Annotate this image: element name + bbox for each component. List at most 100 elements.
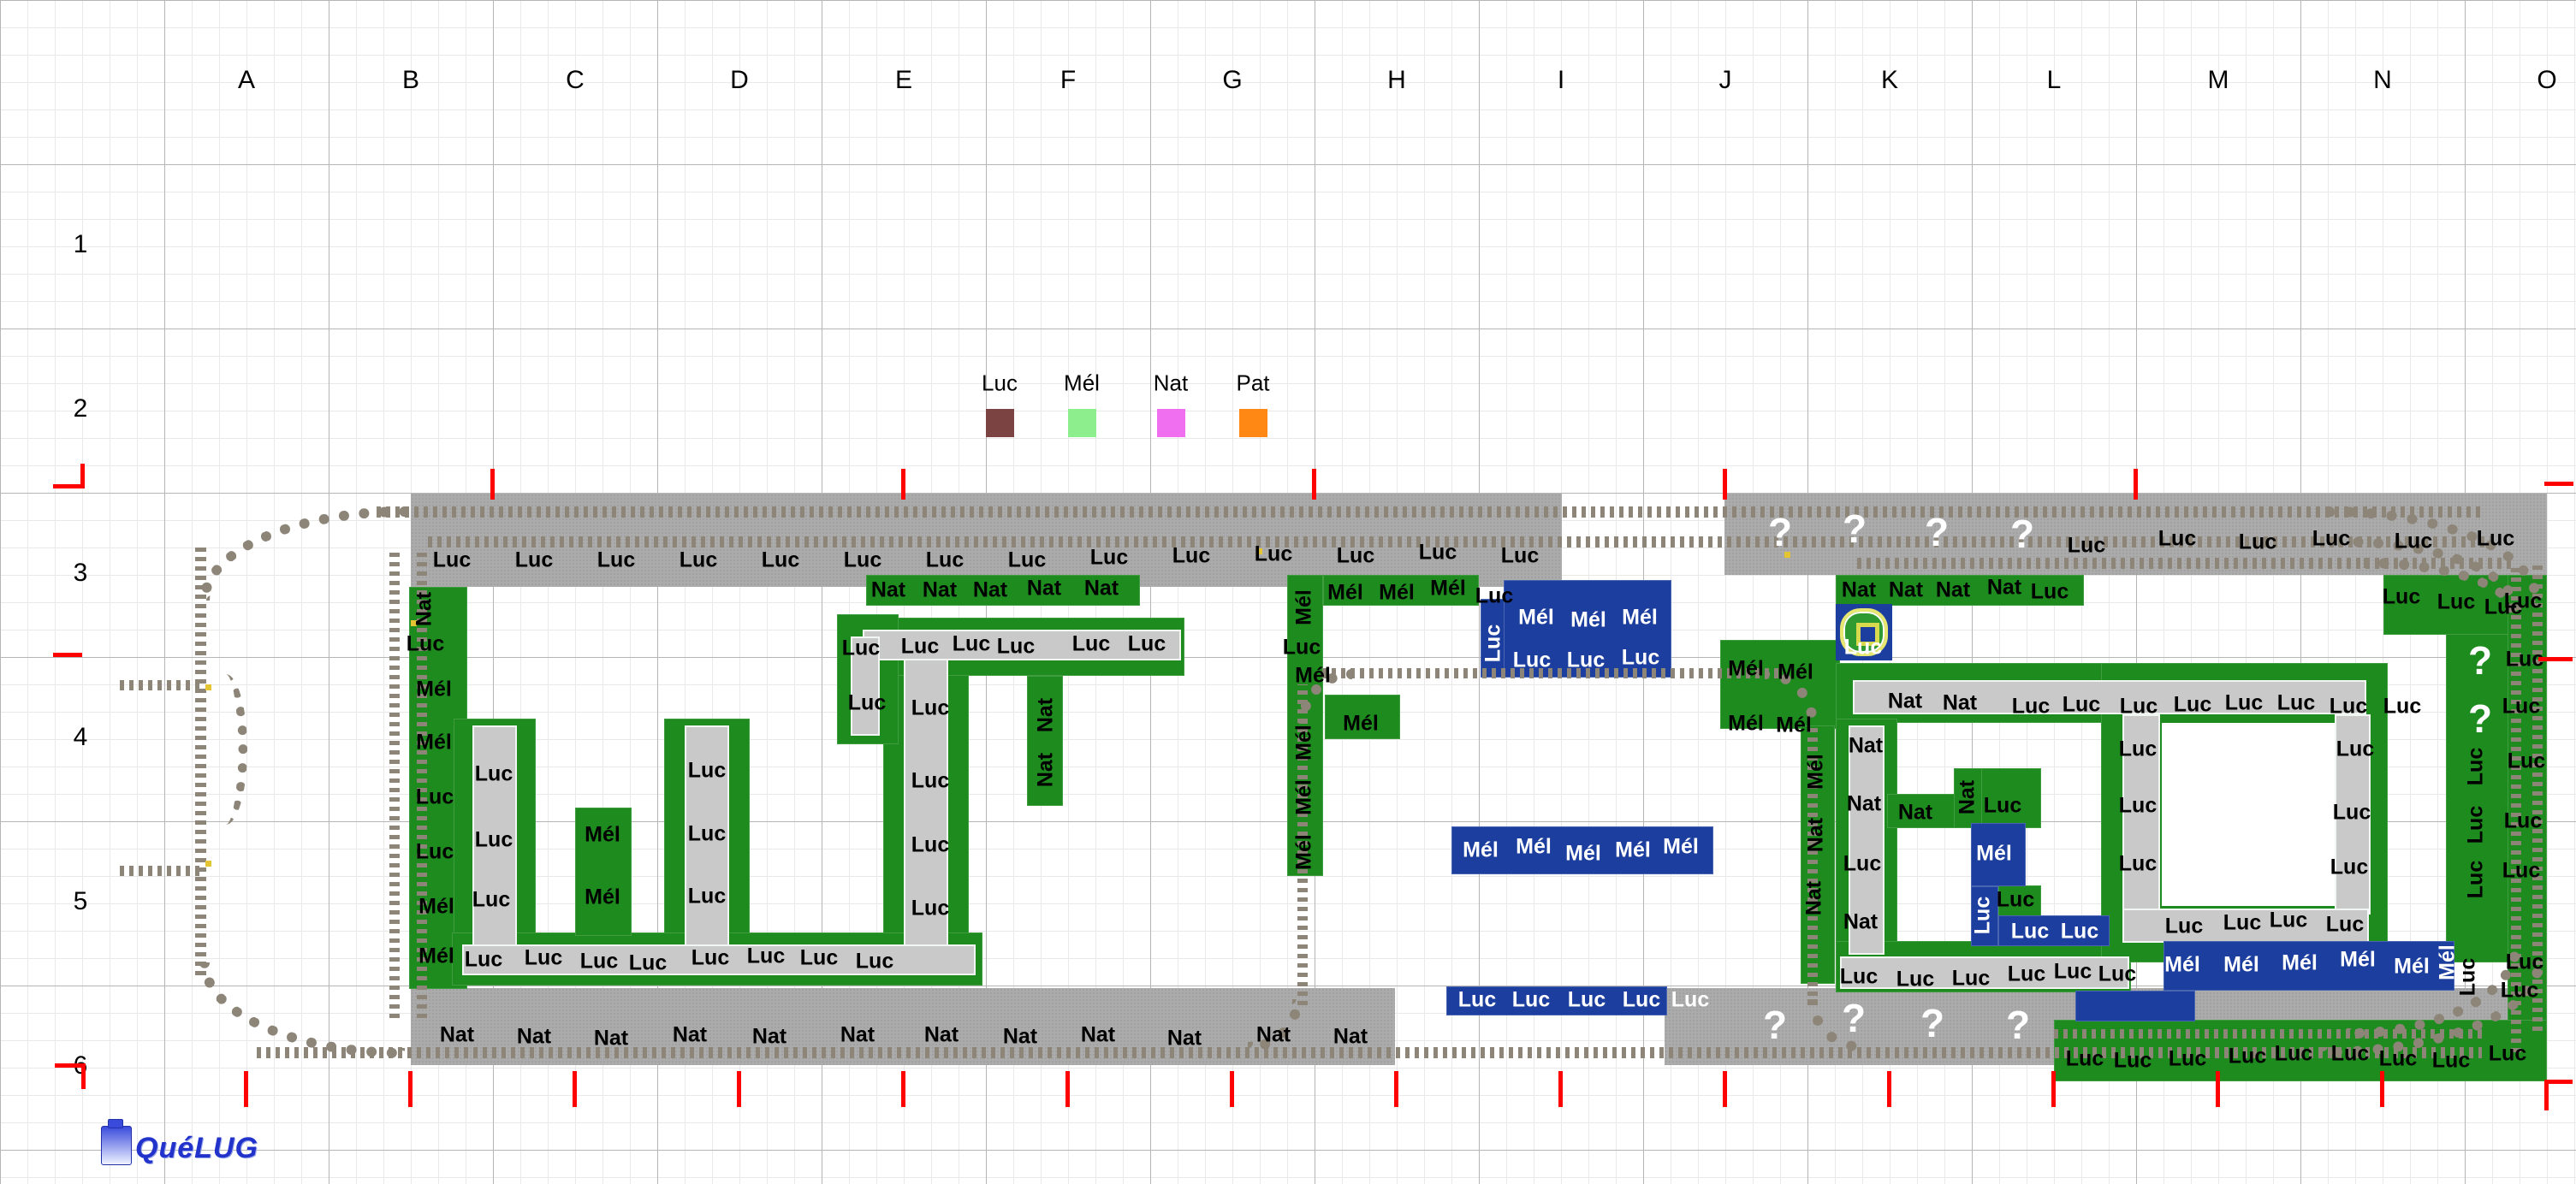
curve-siding-bulge[interactable] bbox=[211, 674, 247, 825]
track-b-col-a[interactable] bbox=[389, 552, 400, 1018]
piece-label-mél-47: Mél bbox=[418, 944, 454, 968]
track-left-loop[interactable] bbox=[195, 548, 206, 975]
green-nat-cluster-b[interactable] bbox=[1954, 768, 1983, 828]
track-main-bottom[interactable] bbox=[257, 1047, 2482, 1058]
legend-swatch-Nat bbox=[1157, 409, 1185, 437]
piece-label-luc-6: Luc bbox=[925, 548, 965, 572]
piece-label-luc-51: Luc bbox=[687, 758, 727, 783]
table-boundary-mark-8 bbox=[737, 1071, 741, 1107]
piece-label-luc-70: Luc bbox=[996, 634, 1036, 659]
blue-luc-row-bottom[interactable] bbox=[1446, 986, 1667, 1015]
piece-label-nat-119: Nat bbox=[1935, 577, 1971, 602]
piece-label-nat-78: Nat bbox=[1026, 576, 1062, 601]
table-boundary-mark-19 bbox=[80, 464, 85, 488]
column-header-J: J bbox=[1718, 66, 1732, 94]
piece-label-luc-181: Luc bbox=[2382, 584, 2421, 609]
blue-luc-rot[interactable] bbox=[1971, 886, 1998, 946]
green-k-strip[interactable] bbox=[1801, 725, 1835, 984]
green-luc-small[interactable] bbox=[1998, 885, 2041, 916]
curve-left-bottom[interactable] bbox=[199, 962, 405, 1058]
track-bottom-second[interactable] bbox=[2054, 1029, 2482, 1039]
piece-label-mél-101: Mél bbox=[1516, 834, 1552, 859]
road-v3[interactable] bbox=[904, 636, 948, 948]
track-right-inner[interactable] bbox=[2511, 565, 2521, 1052]
piece-label-nat-115: Nat bbox=[1803, 817, 1828, 853]
lego-brick-icon bbox=[101, 1119, 132, 1165]
piece-label-mél-99: Mél bbox=[1343, 711, 1379, 736]
piece-label-luc-148: Luc bbox=[2336, 737, 2375, 761]
piece-label-mél-110: Mél bbox=[1728, 656, 1764, 681]
track-branch-mid[interactable] bbox=[1322, 668, 1784, 678]
piece-label-luc-149: Luc bbox=[2332, 800, 2371, 825]
road-h1[interactable] bbox=[863, 630, 1181, 660]
switch-dot-3[interactable] bbox=[1784, 552, 1790, 558]
road-ring-right[interactable] bbox=[2335, 714, 2371, 915]
blue-vert-i[interactable] bbox=[1481, 599, 1505, 678]
green-nat-row-right[interactable] bbox=[1836, 575, 2084, 606]
road-ring-left[interactable] bbox=[2122, 714, 2160, 915]
piece-label-luc-106: Luc bbox=[1511, 987, 1551, 1012]
piece-label-luc-56: Luc bbox=[911, 696, 950, 720]
piece-label-nat-31: Nat bbox=[1002, 1024, 1038, 1049]
ring-hole[interactable] bbox=[2162, 723, 2335, 906]
curve-left-top[interactable] bbox=[199, 506, 405, 601]
track-branch-g[interactable] bbox=[1297, 684, 1308, 1005]
blue-block-i[interactable] bbox=[1504, 580, 1671, 678]
green-g-strip[interactable] bbox=[1027, 676, 1063, 806]
track-branch-k[interactable] bbox=[1807, 727, 1818, 1005]
green-d-block[interactable] bbox=[575, 808, 632, 936]
switch-dot-0[interactable] bbox=[411, 620, 417, 626]
blue-lucluc-br[interactable] bbox=[2075, 991, 2195, 1021]
road-v1[interactable] bbox=[472, 725, 517, 948]
switch-dot-4[interactable] bbox=[1256, 548, 1262, 554]
piece-label-nat-35: Nat bbox=[1333, 1024, 1368, 1049]
piece-label-nat-133: Nat bbox=[1848, 733, 1884, 758]
road-v2[interactable] bbox=[685, 725, 729, 948]
piece-label-luc-150: Luc bbox=[2330, 855, 2369, 879]
blue-park-plate[interactable] bbox=[1836, 604, 1892, 660]
blue-lucluc-row[interactable] bbox=[1998, 915, 2110, 946]
road-s[interactable] bbox=[851, 636, 880, 736]
green-nat-cluster-c[interactable] bbox=[1981, 768, 2041, 828]
track-right-outer[interactable] bbox=[2532, 565, 2543, 1031]
piece-label-luc-143: Luc bbox=[2010, 919, 2050, 944]
column-header-C: C bbox=[566, 66, 585, 94]
piece-label-luc-160: Luc bbox=[2098, 962, 2137, 986]
road-city-top[interactable] bbox=[1853, 680, 2366, 714]
curve-stub-lower[interactable] bbox=[120, 866, 201, 876]
piece-label-mél-84: Mél bbox=[1295, 663, 1331, 688]
green-question-col[interactable] bbox=[2446, 629, 2509, 962]
piece-label-luc-152: Luc bbox=[2223, 910, 2262, 935]
track-b-col-b[interactable] bbox=[417, 552, 427, 1018]
piece-label-luc-52: Luc bbox=[687, 821, 727, 846]
piece-label-mél-165: Mél bbox=[2394, 954, 2430, 979]
piece-label-luc-10: Luc bbox=[1254, 542, 1293, 566]
piece-label-luc-11: Luc bbox=[1336, 543, 1375, 568]
switch-dot-1[interactable] bbox=[205, 684, 211, 690]
track-main-top-inner[interactable] bbox=[428, 536, 2490, 548]
piece-label-luc-58: Luc bbox=[911, 832, 950, 857]
legend-label-Pat: Pat bbox=[1236, 370, 1270, 396]
road-h2[interactable] bbox=[462, 944, 976, 975]
track-main-top-outer[interactable] bbox=[377, 506, 2482, 518]
piece-label-luc-66: Luc bbox=[799, 945, 839, 970]
switch-dot-2[interactable] bbox=[205, 861, 211, 867]
table-boundary-mark-25 bbox=[2544, 482, 2573, 486]
road-city-k[interactable] bbox=[1849, 725, 1885, 955]
piece-label-nat-32: Nat bbox=[1080, 1022, 1116, 1047]
piece-label-nat-124: Nat bbox=[1942, 690, 1978, 715]
piece-label-luc-7: Luc bbox=[1007, 548, 1047, 572]
piece-label-mél-94: Mél bbox=[1622, 605, 1658, 630]
blue-mel-row-mid[interactable] bbox=[1451, 826, 1713, 874]
road-city-bottom[interactable] bbox=[1840, 956, 2129, 989]
piece-label-luc-108: Luc bbox=[1622, 987, 1661, 1012]
green-nat-row-f[interactable] bbox=[866, 575, 1140, 606]
piece-label-luc-169: Luc bbox=[2463, 747, 2488, 786]
curve-stub-upper[interactable] bbox=[120, 680, 201, 690]
blue-mel-v[interactable] bbox=[1971, 823, 2026, 886]
logo-text: QuéLUG bbox=[135, 1132, 258, 1164]
piece-label-mél-114: Mél bbox=[1803, 754, 1828, 790]
road-ring-bottom[interactable] bbox=[2122, 909, 2369, 943]
piece-label-mél-55: Mél bbox=[585, 885, 620, 909]
green-mel-row-top[interactable] bbox=[1323, 575, 1479, 606]
